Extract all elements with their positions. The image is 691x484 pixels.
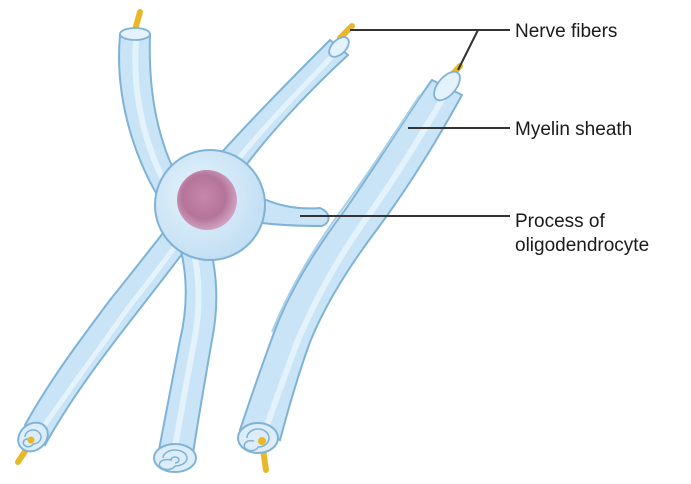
label-myelin-sheath: Myelin sheath bbox=[515, 118, 632, 142]
leader-nerve-fibers-branch bbox=[458, 30, 478, 70]
oligodendrocyte-cell-body bbox=[155, 150, 265, 260]
label-process-of-oligodendrocyte: Process of oligodendrocyte bbox=[515, 210, 649, 258]
label-process-line2: oligodendrocyte bbox=[515, 234, 649, 258]
label-nerve-fibers: Nerve fibers bbox=[515, 20, 617, 44]
label-process-line1: Process of bbox=[515, 210, 649, 234]
nucleus bbox=[177, 170, 237, 230]
oligodendrocyte-process bbox=[255, 195, 329, 226]
axon-tip-top-middle bbox=[340, 26, 352, 38]
